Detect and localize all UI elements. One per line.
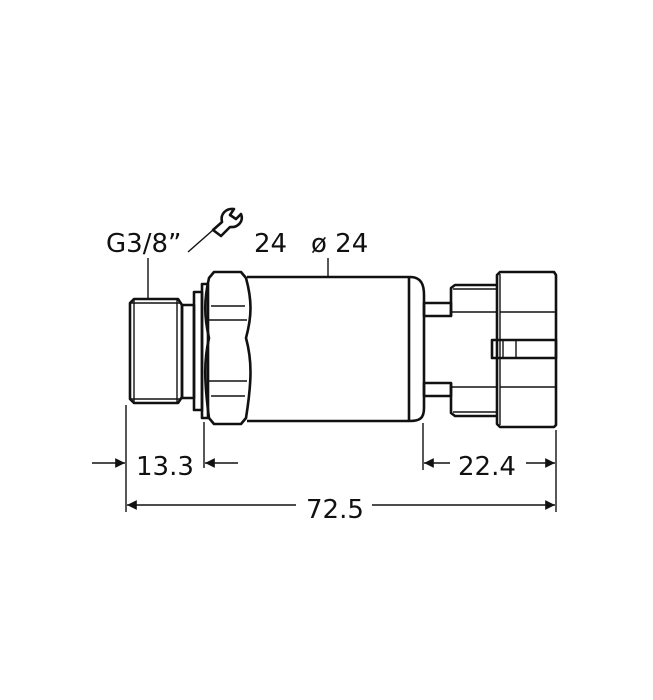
connector-cap	[490, 270, 558, 429]
dimension-22-4: 22.4	[424, 452, 555, 482]
thread-length-value: 13.3	[136, 452, 194, 482]
wrench-size-label: 24	[254, 229, 287, 259]
diameter-label: ø 24	[311, 229, 368, 259]
overall-length-value: 72.5	[306, 495, 364, 525]
sensor-body	[247, 275, 426, 423]
wrench-icon	[187, 207, 244, 253]
hex-nut	[203, 270, 252, 426]
thread-fitting	[128, 282, 210, 420]
dimension-13-3: 13.3	[92, 452, 238, 482]
connector-stems	[422, 283, 497, 418]
connector-length-value: 22.4	[458, 452, 516, 482]
thread-label: G3/8”	[106, 229, 181, 259]
dimension-72-5: 72.5	[126, 495, 555, 525]
